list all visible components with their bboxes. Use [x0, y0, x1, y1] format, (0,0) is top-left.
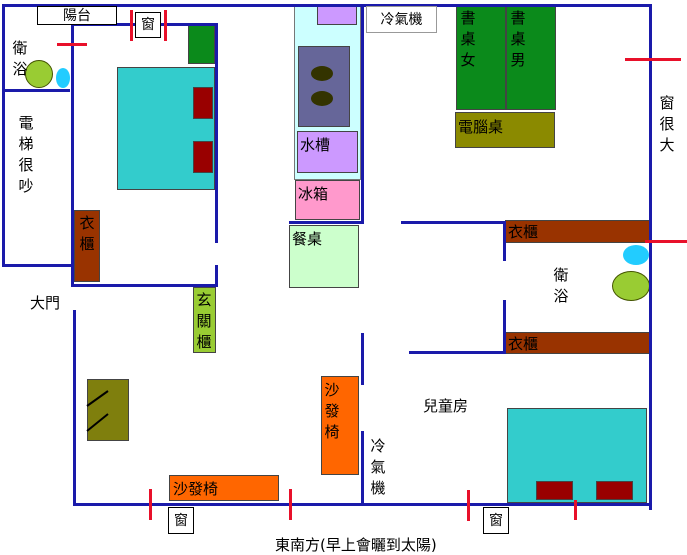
fridge-label: 冰箱: [298, 185, 329, 203]
main-door-label: 大門: [30, 294, 61, 312]
elevator-label: 電梯很吵: [18, 114, 34, 195]
big-window-label: 窗很大: [659, 94, 675, 154]
toilet-left: [25, 60, 53, 88]
entry-cabinet-label: 玄關櫃: [196, 291, 212, 351]
desk-girl-label: 書桌女: [460, 9, 476, 69]
window-bottom-right-label: 窗: [483, 507, 509, 534]
sofa-vertical: [321, 376, 359, 475]
wall-bedroom-right-lower: [215, 265, 218, 287]
wall-left-bottom: [2, 264, 74, 267]
window-mark-bottom-2: [289, 489, 292, 520]
sofa-horizontal: [169, 475, 279, 501]
entry-cabinet: [193, 287, 216, 353]
window-mark-left-bath: [57, 43, 87, 46]
pillow-left-2: [193, 141, 213, 173]
ac-bottom-label: 冷氣機: [370, 437, 386, 497]
toilet-right: [612, 271, 650, 301]
wall-kids-left-lower: [361, 431, 364, 506]
wall-right: [649, 4, 652, 510]
wall-living-left: [73, 310, 76, 506]
wardrobe-upper-right-label: 衣櫃: [508, 223, 539, 241]
wardrobe-left-label: 衣櫃: [79, 214, 95, 253]
wardrobe-lower-right-label: 衣櫃: [508, 335, 539, 353]
wall-bath-right-left-lower: [503, 300, 506, 352]
wall-bottom: [73, 503, 652, 506]
wall-master-left: [361, 4, 364, 224]
wall-bedroom-right-upper: [215, 23, 218, 243]
fridge: [295, 180, 360, 220]
sofa-vertical-label: 沙發椅: [324, 381, 340, 441]
wall-bedroom-bottom: [71, 284, 218, 287]
wall-bath-right-left-upper: [503, 221, 506, 261]
dining-table-label: 餐桌: [292, 230, 323, 248]
sink-label: 水槽: [300, 136, 331, 154]
pillow-kids-2: [596, 481, 633, 500]
wall-kids-top: [409, 351, 506, 354]
ac-top-label: 冷氣機: [366, 6, 437, 33]
stove: [298, 46, 350, 127]
window-mark-top-1: [130, 10, 133, 41]
wall-left-bath-bottom: [2, 89, 70, 92]
kids-room-label: 兒童房: [423, 397, 469, 415]
window-mark-right-1: [625, 58, 681, 61]
pillow-left-1: [193, 87, 213, 119]
basin-right: [623, 245, 649, 265]
window-mark-bottom-1: [149, 489, 152, 520]
tv-stand: [87, 379, 129, 441]
basin-left: [56, 68, 70, 88]
computer-desk-label: 電腦桌: [458, 118, 504, 136]
sink: [297, 131, 358, 173]
bath-right-label: 衛浴: [553, 266, 569, 305]
window-mark-top-2: [164, 10, 167, 41]
wall-top: [2, 4, 650, 7]
window-mark-bottom-3: [467, 490, 470, 521]
wall-kids-left-upper: [361, 333, 364, 385]
window-bottom-left-label: 窗: [168, 507, 194, 534]
wall-bedroom-left: [71, 23, 74, 287]
burner-2: [311, 91, 333, 106]
wall-master-bottom: [401, 221, 506, 224]
window-mark-bottom-4: [574, 500, 577, 520]
window-mark-right-2: [645, 240, 687, 243]
burner-1: [311, 66, 333, 81]
wardrobe-left: [74, 210, 100, 282]
dining-table: [289, 225, 359, 288]
sofa-horizontal-label: 沙發椅: [173, 480, 219, 498]
desk-boy: [506, 6, 556, 110]
desk-boy-label: 書桌男: [510, 9, 526, 69]
computer-desk: [455, 112, 555, 148]
wall-left-top: [2, 4, 5, 267]
bath-left-label: 衛浴: [12, 39, 28, 78]
window-top-label: 窗: [135, 12, 161, 38]
orientation-label: 東南方(早上會曬到太陽): [275, 536, 437, 554]
wall-kitchen-divider: [289, 221, 362, 224]
balcony-label: 陽台: [37, 6, 117, 25]
pillow-kids-1: [536, 481, 573, 500]
